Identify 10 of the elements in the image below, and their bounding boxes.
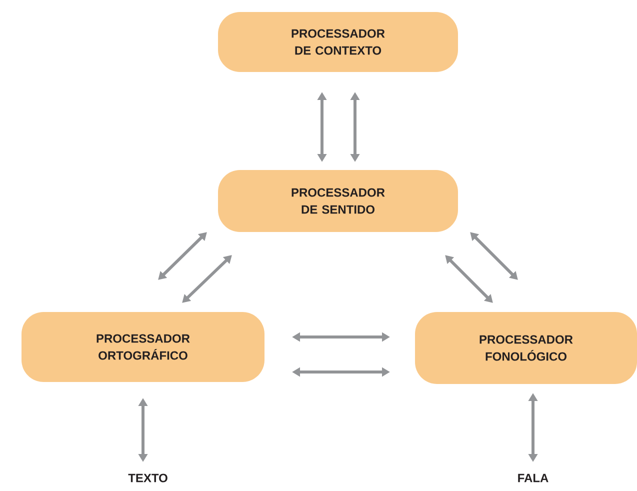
terminal-label: TEXTO <box>128 474 168 482</box>
process-box: PROCESSADOR DE CONTEXTO <box>218 12 458 72</box>
process-box: PROCESSADOR FONOLÓGICO <box>415 312 637 384</box>
arrow <box>470 232 518 280</box>
process-box: PROCESSADOR DE SENTIDO <box>218 170 458 232</box>
terminal-label: FALA <box>518 474 548 482</box>
arrow <box>445 255 493 303</box>
arrow <box>182 255 232 303</box>
arrow <box>158 232 207 280</box>
process-box: PROCESSADOR ORTOGRÁFICO <box>22 312 264 382</box>
